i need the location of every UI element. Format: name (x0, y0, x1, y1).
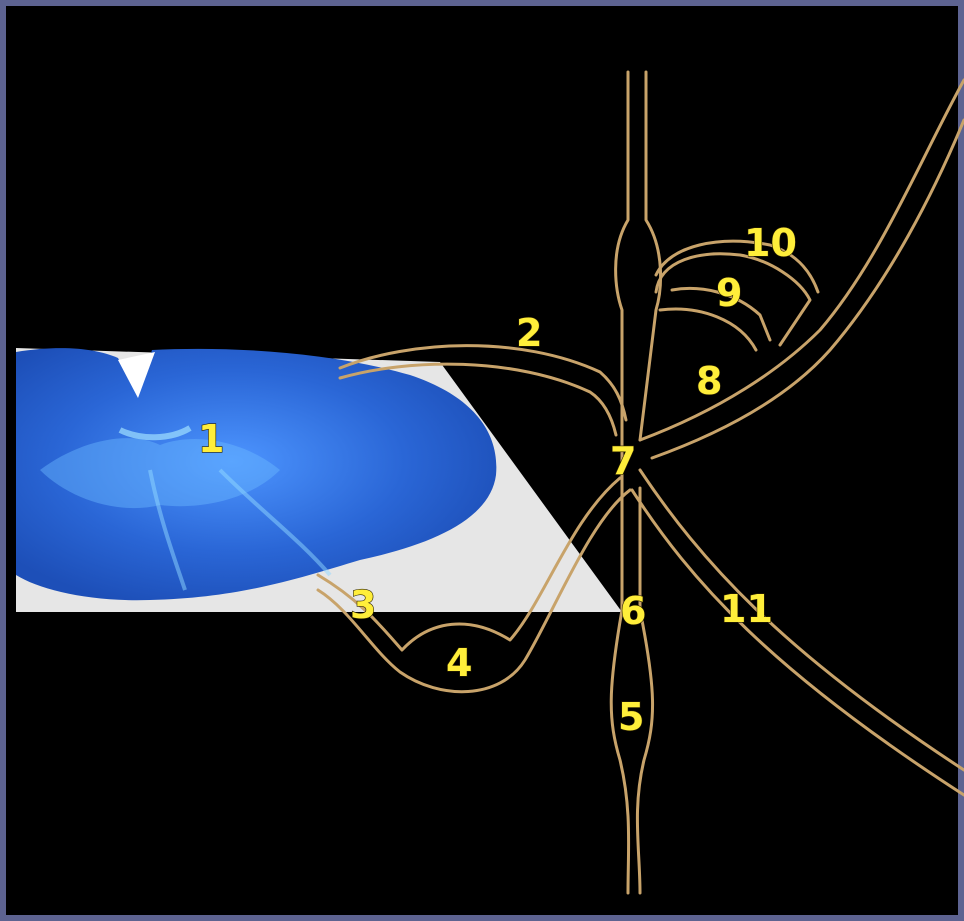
label-11: 11 (720, 587, 773, 631)
label-5: 5 (618, 695, 644, 739)
label-8: 8 (696, 359, 722, 403)
label-10: 10 (744, 221, 797, 265)
label-7: 7 (610, 439, 636, 483)
label-2: 2 (516, 311, 542, 355)
label-4: 4 (446, 641, 472, 685)
label-3: 3 (350, 583, 376, 627)
label-6: 6 (620, 589, 646, 633)
label-9: 9 (716, 271, 742, 315)
label-1: 1 (198, 417, 224, 461)
